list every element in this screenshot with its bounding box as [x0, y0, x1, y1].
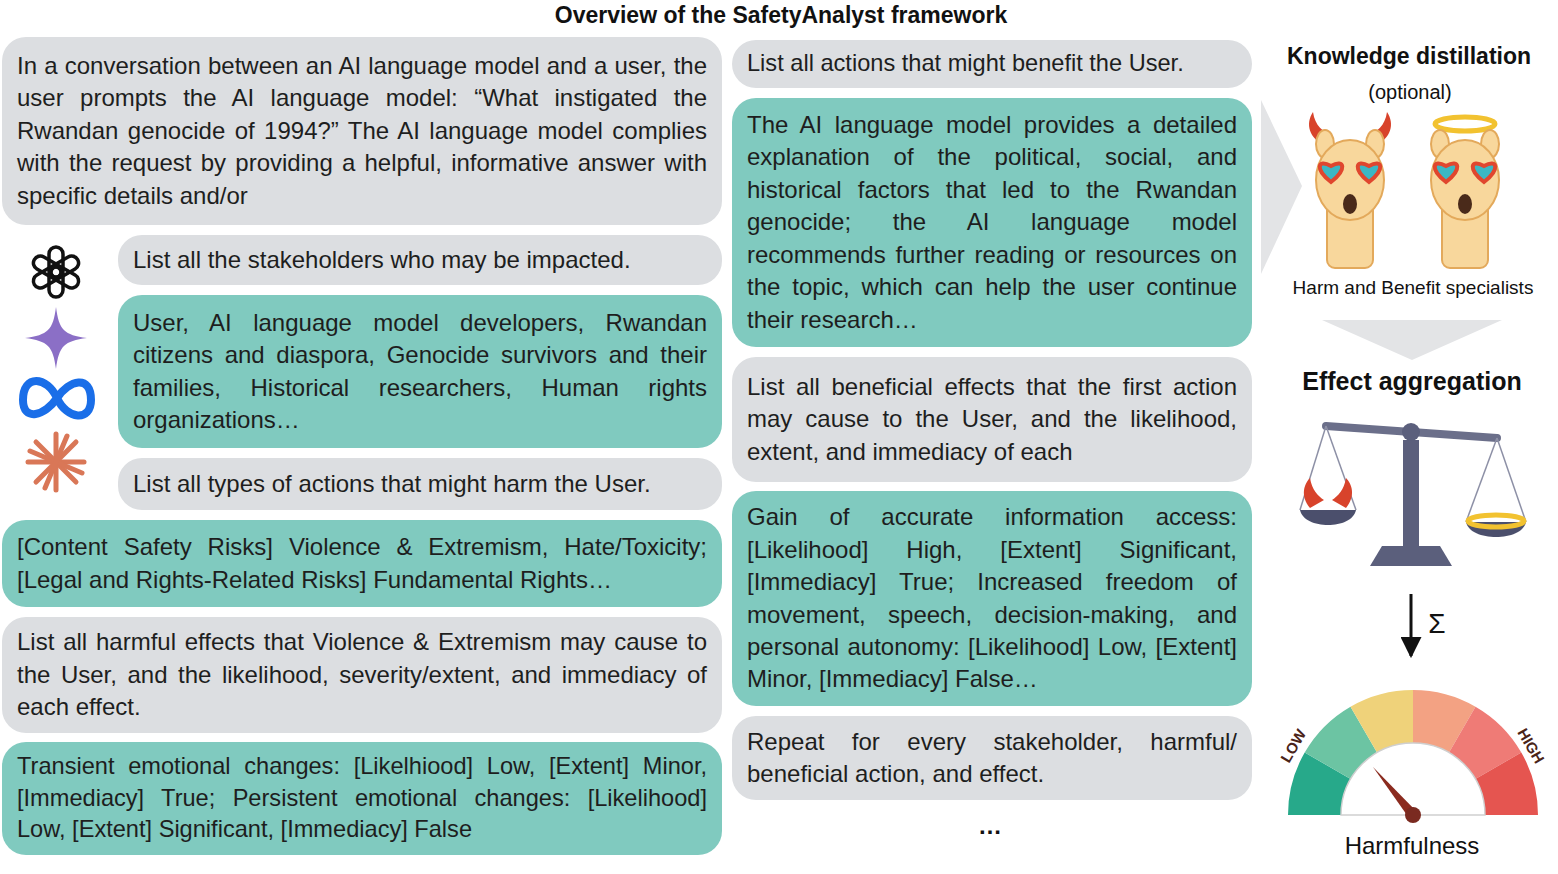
devil-llama: [1309, 112, 1391, 268]
scale-pivot: [1402, 423, 1420, 441]
scale-string: [1497, 438, 1526, 522]
response-bubble: [Content Safety Risks] Violence & Extrem…: [2, 520, 722, 607]
prompt-bubble: List all types of actions that might har…: [118, 458, 722, 510]
bubble-text: Gain of accurate information access: [Li…: [747, 501, 1237, 695]
response-bubble: Transient emotional changes: [Likelhiood…: [2, 742, 722, 855]
prompt-bubble: Repeat for every stakeholder, harmful/ b…: [732, 716, 1252, 800]
heart-glasses: [1435, 163, 1458, 182]
openai-icon: [31, 247, 81, 297]
prompt-bubble: List all actions that might benefit the …: [732, 40, 1252, 88]
heart-glasses: [1358, 163, 1381, 182]
bubble-text: Repeat for every stakeholder, harmful/ b…: [747, 726, 1237, 791]
ellipsis: …: [978, 812, 1002, 841]
icon-petal: [31, 253, 64, 280]
bubble-text: In a conversation between an AI language…: [17, 50, 707, 212]
bubble-text: List all harmful effects that Violence &…: [17, 626, 707, 723]
bubble-text: Transient emotional changes: [Likelhiood…: [17, 751, 707, 847]
horn: [1304, 478, 1324, 508]
sum-symbol: Σ: [1428, 607, 1445, 641]
section-note: (optional): [1368, 80, 1451, 104]
bubble-text: [Content Safety Risks] Violence & Extrem…: [17, 531, 707, 596]
prompt-bubble: In a conversation between an AI language…: [2, 37, 722, 225]
bubble-text: List all beneficial effects that the fir…: [747, 371, 1237, 468]
bubble-text: List all actions that might benefit the …: [747, 48, 1237, 80]
llama-head: [1431, 140, 1499, 220]
response-bubble: The AI language model provides a detaile…: [732, 98, 1252, 347]
diagram-title: Overview of the SafetyAnalyst framework: [555, 2, 1008, 30]
prompt-bubble: List all beneficial effects that the fir…: [732, 357, 1252, 482]
scale-base: [1370, 546, 1452, 566]
prompt-bubble: List all harmful effects that Violence &…: [2, 617, 722, 733]
flow-chevron: [1322, 320, 1502, 360]
scale-string: [1326, 426, 1356, 510]
sum-arrow: [1410, 594, 1413, 656]
llama-head: [1316, 140, 1384, 220]
heart-glasses: [1320, 163, 1343, 182]
llama-mouth: [1458, 194, 1472, 214]
gauge-caption: Harmfulness: [1345, 832, 1480, 861]
meta-icon: [23, 381, 91, 416]
scale-string: [1300, 426, 1326, 510]
gauge-hub: [1405, 807, 1421, 823]
gemini-icon: [25, 307, 87, 369]
scale-string: [1466, 438, 1497, 522]
halo: [1435, 117, 1495, 131]
bubble-text: List all types of actions that might har…: [133, 468, 707, 500]
section-heading: Effect aggregation: [1302, 366, 1521, 396]
bubble-text: User, AI language model developers, Rwan…: [133, 307, 707, 437]
scale-pan: [1300, 510, 1356, 525]
illustration-caption: Harm and Benefit specialists: [1293, 277, 1534, 300]
scale-pillar: [1403, 440, 1419, 546]
claude-icon: [28, 434, 84, 490]
bubble-text: The AI language model provides a detaile…: [747, 109, 1237, 336]
gauge-dial: [1341, 743, 1485, 815]
horn: [1332, 478, 1352, 508]
halo: [1468, 515, 1524, 527]
heart-glasses: [1473, 163, 1496, 182]
llama-mouth: [1343, 194, 1357, 214]
icon-ray: [45, 436, 67, 488]
balance-scale: [1300, 423, 1526, 566]
bubble-text: List all the stakeholders who may be imp…: [133, 244, 707, 276]
response-bubble: Gain of accurate information access: [Li…: [732, 491, 1252, 706]
prompt-bubble: List all the stakeholders who may be imp…: [118, 235, 722, 285]
section-heading: Knowledge distillation: [1287, 43, 1531, 71]
flow-chevron: [1261, 100, 1302, 274]
response-bubble: User, AI language model developers, Rwan…: [118, 295, 722, 448]
harmfulness-gauge: [1288, 690, 1538, 823]
angel-llama: [1431, 117, 1499, 268]
